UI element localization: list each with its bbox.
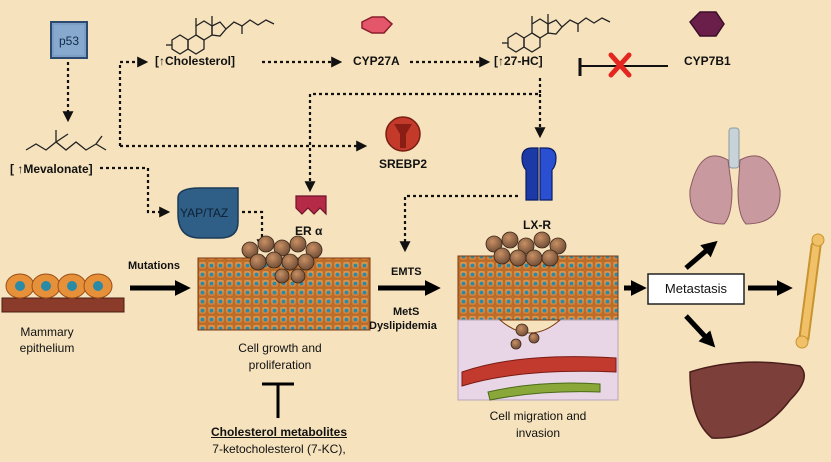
dotted-arrows <box>62 56 546 253</box>
era-receptor-icon <box>295 195 327 216</box>
mevalonate-structure-icon <box>25 130 107 151</box>
cyp27a-label: CYP27A <box>353 54 400 68</box>
srebp2-label: SREBP2 <box>379 157 428 171</box>
cyp27a-hexagon-icon <box>361 16 394 34</box>
yaptaz-label: YAP/TAZ <box>180 206 229 220</box>
emts-label: EMTS <box>391 266 422 278</box>
mevalonate-label: [ ↑Mevalonate] <box>10 162 93 176</box>
blood-vessel-icon <box>461 356 617 387</box>
arrow-srebp2-to-emts <box>399 194 518 253</box>
migration-label-line1: Cell migration and <box>489 409 587 423</box>
yaptaz-shape <box>177 187 239 239</box>
mammary-cell-layer-icon <box>1 273 125 313</box>
mets-label: MetS <box>393 306 420 318</box>
cholesterol-label: [↑Cholesterol] <box>155 54 236 68</box>
growth-label-line2: proliferation <box>248 358 312 372</box>
sterol-structure-icon <box>166 16 275 55</box>
tumor-growth-icon <box>197 235 371 331</box>
cyp7b1-inhibition <box>578 52 668 78</box>
metastasis-label: Metastasis <box>664 281 728 296</box>
lxr-receptor-icon <box>521 147 557 201</box>
mutations-label: Mutations <box>128 260 180 272</box>
bone-icon <box>795 233 825 349</box>
cyp7b1-hexagon-icon <box>689 11 725 37</box>
migration-label-line2: invasion <box>515 426 561 440</box>
solid-arrows <box>130 240 793 348</box>
inhibition-cross-icon <box>608 52 632 78</box>
metastasis-box <box>647 273 745 305</box>
growth-label-line1: Cell growth and <box>238 341 322 355</box>
era-label: ER α <box>295 224 323 238</box>
metabolites-item: 7-ketocholesterol (7-KC), <box>212 442 346 456</box>
p53-box <box>50 21 88 59</box>
mammary-label-line2: epithelium <box>19 341 75 355</box>
sterol-structure-icon <box>502 14 611 53</box>
liver-icon <box>689 361 805 439</box>
mammary-label-line1: Mammary <box>20 325 74 339</box>
arrow-yaptaz-to-cells <box>242 210 268 251</box>
metabolites-inhibition <box>262 382 294 418</box>
p53-label: p53 <box>58 34 80 48</box>
arrow-mevalonate-to-yaptaz <box>100 166 171 218</box>
metabolites-title: Cholesterol metabolites <box>210 425 348 439</box>
lxr-label: LX-R <box>523 218 551 232</box>
dyslipidemia-label: Dyslipidemia <box>369 320 437 332</box>
tumor-invasion-icon <box>457 231 619 401</box>
arrow-mevalonate-to-cholesterol <box>118 56 149 146</box>
srebp2-receptor-icon <box>385 116 421 152</box>
lung-icon <box>689 127 781 225</box>
arrow-27hc-to-era <box>304 78 542 193</box>
cyp7b1-label: CYP7B1 <box>684 54 731 68</box>
27hc-label: [↑27-HC] <box>494 54 543 68</box>
